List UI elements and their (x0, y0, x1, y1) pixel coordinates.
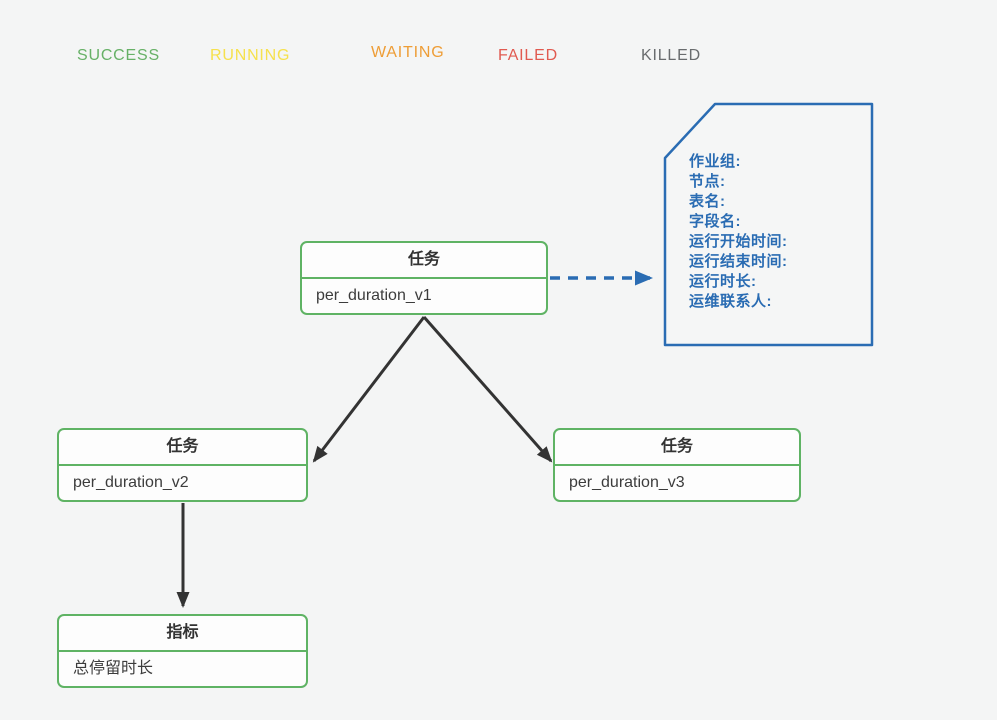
legend-item-failed: FAILED (498, 47, 558, 64)
tooltip-field-ops-contact: 运维联系人: (689, 293, 772, 310)
tooltip-field-start-time: 运行开始时间: (689, 233, 788, 250)
tooltip-field-column: 字段名: (689, 213, 741, 230)
node-detail-tooltip: 作业组: 节点: 表名: 字段名: 运行开始时间: 运行结束时间: 运行时长: … (650, 95, 890, 360)
tooltip-note-outline (663, 102, 874, 347)
node-metric-total-stay-duration[interactable]: 指标 总停留时长 (57, 614, 308, 688)
legend-item-waiting: WAITING (371, 44, 445, 61)
node-name-label: per_duration_v1 (316, 287, 432, 304)
edge-v1-to-v3 (422, 316, 553, 463)
legend-item-success: SUCCESS (77, 47, 160, 64)
node-name-label: per_duration_v3 (569, 474, 685, 491)
node-type-label: 任务 (302, 243, 546, 279)
node-type-label: 指标 (59, 616, 306, 652)
tooltip-field-job-group: 作业组: (689, 153, 741, 170)
tooltip-field-table: 表名: (689, 193, 726, 210)
tooltip-fields: 作业组: 节点: 表名: 字段名: 运行开始时间: 运行结束时间: 运行时长: … (689, 152, 788, 312)
node-name-label: 总停留时长 (73, 660, 154, 677)
tooltip-field-node: 节点: (689, 173, 726, 190)
node-per-duration-v2[interactable]: 任务 per_duration_v2 (57, 428, 308, 502)
tooltip-field-end-time: 运行结束时间: (689, 253, 788, 270)
node-type-label: 任务 (59, 430, 306, 466)
node-per-duration-v1[interactable]: 任务 per_duration_v1 (300, 241, 548, 315)
node-type-label: 任务 (555, 430, 799, 466)
tooltip-field-duration: 运行时长: (689, 273, 757, 290)
node-name-label: per_duration_v2 (73, 474, 189, 491)
legend-item-running: RUNNING (210, 47, 291, 64)
node-per-duration-v3[interactable]: 任务 per_duration_v3 (553, 428, 801, 502)
legend-item-killed: KILLED (641, 47, 701, 64)
edge-v1-to-v2 (312, 316, 426, 463)
